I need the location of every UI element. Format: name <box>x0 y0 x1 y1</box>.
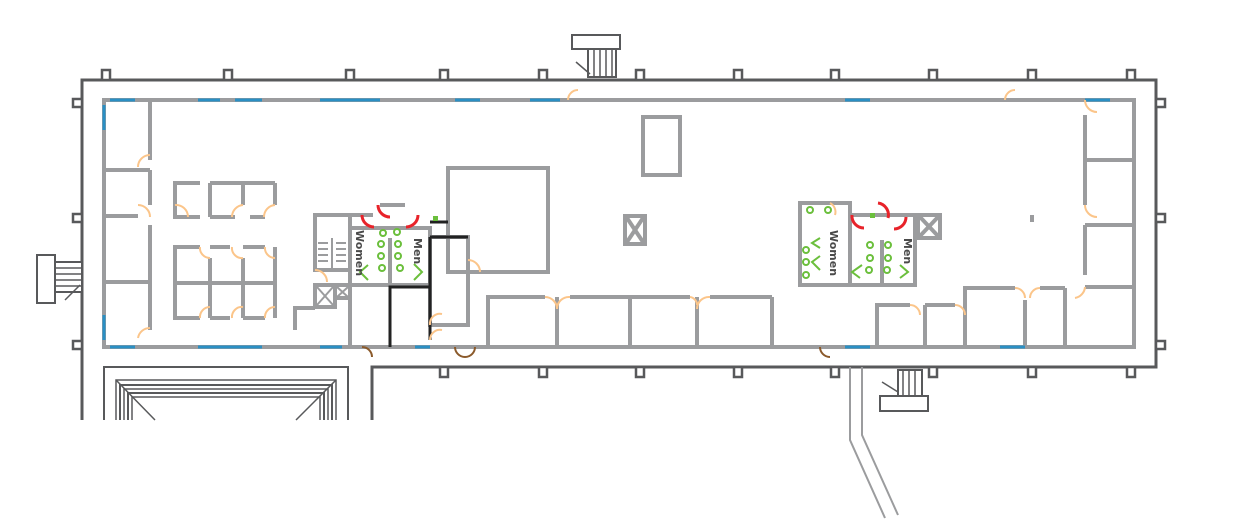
exit-doors <box>361 346 831 358</box>
exterior-outline <box>80 78 1158 420</box>
women-label-left: Women <box>353 230 366 276</box>
column <box>1154 212 1167 224</box>
column <box>71 212 84 224</box>
inner-walls <box>102 98 1136 349</box>
column <box>732 68 744 82</box>
column <box>927 68 939 82</box>
column <box>71 339 84 351</box>
restroom-fixtures <box>358 206 910 281</box>
women-label-right: Women <box>827 230 840 276</box>
column <box>1154 97 1167 109</box>
column <box>537 68 549 82</box>
columns <box>71 68 1167 379</box>
walkway <box>849 367 899 519</box>
column <box>1125 68 1137 82</box>
windows <box>102 98 1110 349</box>
column <box>1125 365 1137 379</box>
column <box>1026 365 1038 379</box>
column <box>1026 68 1038 82</box>
column <box>829 68 841 82</box>
column <box>438 68 450 82</box>
column <box>344 68 356 82</box>
column <box>100 68 112 82</box>
column <box>537 365 549 379</box>
restroom-doors <box>360 201 908 231</box>
column <box>634 68 646 82</box>
men-label-right: Men <box>901 238 914 264</box>
stair-core-left <box>316 238 349 306</box>
stair-bottom <box>879 369 929 412</box>
column <box>222 68 234 82</box>
stair-left <box>36 254 83 304</box>
doors <box>137 89 1098 341</box>
column <box>438 365 450 379</box>
stair-top <box>571 34 621 78</box>
column <box>927 365 939 379</box>
men-label-left: Men <box>411 238 424 264</box>
column <box>634 365 646 379</box>
column <box>829 365 841 379</box>
column <box>71 97 84 109</box>
column <box>1154 339 1167 351</box>
column <box>732 365 744 379</box>
adjacent-structure <box>103 366 349 421</box>
